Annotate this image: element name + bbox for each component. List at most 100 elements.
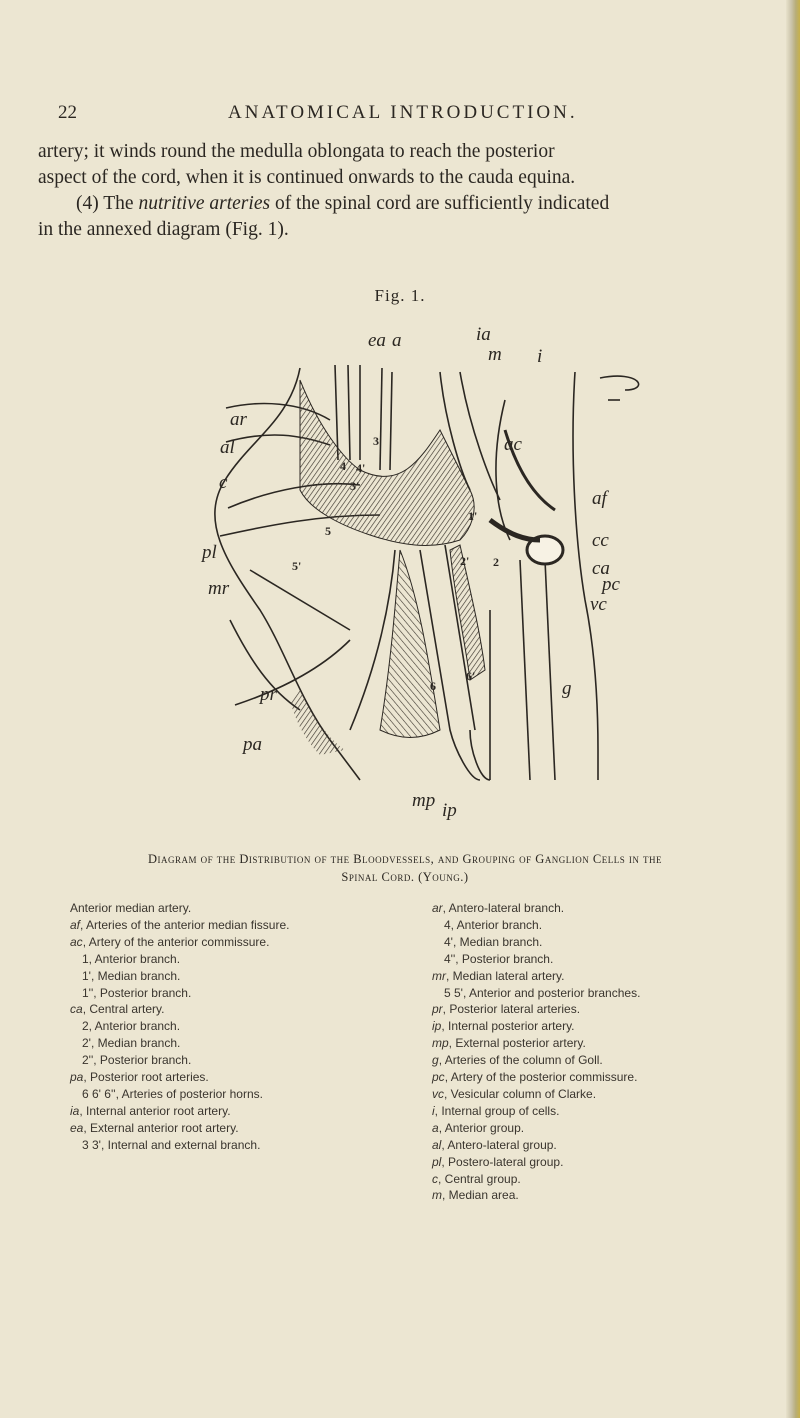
legend-entry: ca, Central artery. bbox=[70, 1001, 420, 1018]
legend-text: 5 5', Anterior and posterior branches. bbox=[444, 985, 641, 1000]
legend-key: ea bbox=[70, 1120, 84, 1135]
legend-entry: 4'', Posterior branch. bbox=[432, 951, 772, 968]
caption-line: Spinal Cord. (Young.) bbox=[341, 870, 469, 884]
legend-entry: ip, Internal posterior artery. bbox=[432, 1018, 772, 1035]
body-line: aspect of the cord, when it is continued… bbox=[38, 167, 576, 188]
legend-text: , Internal group of cells. bbox=[434, 1103, 560, 1118]
legend-text: 1', Median branch. bbox=[82, 968, 181, 983]
legend-entry: pc, Artery of the posterior commissure. bbox=[432, 1069, 772, 1086]
label-2: 2 bbox=[493, 555, 499, 569]
legend-entry: 2'', Posterior branch. bbox=[70, 1052, 420, 1069]
legend-text: , Artery of the anterior commissure. bbox=[82, 934, 270, 949]
legend-key: i bbox=[432, 1103, 435, 1118]
legend-entry: ia, Internal anterior root artery. bbox=[70, 1103, 420, 1120]
legend-text: , Antero-lateral branch. bbox=[442, 901, 565, 915]
legend-entry: a, Anterior group. bbox=[432, 1120, 772, 1137]
label-al: al bbox=[220, 437, 235, 458]
legend-text: Anterior median artery. bbox=[70, 901, 192, 915]
legend-text: 2'', Posterior branch. bbox=[82, 1053, 192, 1068]
legend-entry: i, Internal group of cells. bbox=[432, 1103, 772, 1120]
label-5-prime: 5' bbox=[292, 559, 301, 573]
legend-text: 2, Anterior branch. bbox=[82, 1019, 181, 1034]
legend-text: 4'', Posterior branch. bbox=[444, 951, 554, 966]
legend-text: , Posterior root arteries. bbox=[83, 1070, 209, 1085]
legend-entry: g, Arteries of the column of Goll. bbox=[432, 1052, 772, 1069]
label-4-prime: 4' bbox=[356, 461, 365, 475]
running-head: ANATOMICAL INTRODUCTION. bbox=[228, 102, 578, 123]
label-pc: pc bbox=[600, 574, 621, 595]
legend-key: c bbox=[432, 1171, 438, 1186]
legend-entry: 4, Anterior branch. bbox=[432, 917, 772, 934]
label-6-prime: 6' bbox=[466, 669, 475, 683]
legend-key: g bbox=[432, 1053, 439, 1068]
label-m: m bbox=[488, 344, 502, 365]
legend-text: , Anterior group. bbox=[438, 1120, 525, 1135]
legend-key: af bbox=[70, 917, 81, 932]
root-shading bbox=[290, 690, 345, 755]
legend-key: ia bbox=[70, 1103, 80, 1118]
label-af: af bbox=[592, 488, 610, 509]
legend-text: 6 6' 6'', Arteries of posterior horns. bbox=[82, 1086, 263, 1101]
central-artery bbox=[503, 429, 556, 512]
label-pl: pl bbox=[200, 542, 217, 563]
legend-entry: pl, Postero-lateral group. bbox=[432, 1154, 772, 1171]
body-paragraph: artery; it winds round the medulla oblon… bbox=[38, 139, 763, 243]
label-6: 6 bbox=[430, 679, 436, 693]
label-c: c bbox=[219, 472, 228, 493]
label-i: i bbox=[537, 346, 542, 367]
legend-key: a bbox=[432, 1120, 439, 1135]
legend-entry: Anterior median artery. bbox=[70, 900, 420, 917]
caption-line: Diagram of the Distribution of the Blood… bbox=[147, 852, 663, 866]
legend-text: , Vesicular column of Clarke. bbox=[444, 1086, 597, 1101]
legend-text: 1'', Posterior branch. bbox=[82, 985, 192, 1000]
body-line: in the annexed diagram (Fig. 1). bbox=[38, 219, 289, 240]
text-run: of the spinal cord are sufficiently indi… bbox=[270, 193, 610, 214]
legend-text: , External anterior root artery. bbox=[83, 1120, 239, 1135]
legend-entry: 1, Anterior branch. bbox=[70, 951, 420, 968]
posterior-horn-shading bbox=[379, 549, 441, 738]
legend-entry: ac, Artery of the anterior commissure. bbox=[70, 934, 420, 951]
posterior-column-shading bbox=[449, 544, 486, 681]
legend-key: ip bbox=[432, 1019, 442, 1034]
legend-key: mr bbox=[432, 968, 446, 983]
legend-text: , Arteries of the anterior median fissur… bbox=[80, 917, 290, 932]
legend-entry: pr, Posterior lateral arteries. bbox=[432, 1001, 772, 1018]
legend-text: , Median area. bbox=[442, 1188, 519, 1203]
label-ar: ar bbox=[230, 409, 248, 430]
legend-key: pl bbox=[432, 1154, 442, 1169]
legend-key: ca bbox=[70, 1002, 83, 1017]
emphasis-term: nutritive arteries bbox=[138, 193, 271, 214]
legend-key: mp bbox=[432, 1036, 449, 1051]
label-5: 5 bbox=[325, 524, 331, 538]
legend-entry: 2, Anterior branch. bbox=[70, 1018, 420, 1035]
legend-entry: 5 5', Anterior and posterior branches. bbox=[432, 985, 772, 1002]
legend-entry: c, Central group. bbox=[432, 1171, 772, 1188]
legend-text: , External posterior artery. bbox=[448, 1036, 586, 1051]
legend-text: 4, Anterior branch. bbox=[444, 917, 543, 932]
legend-entry: 4', Median branch. bbox=[432, 934, 772, 951]
legend-text: , Arteries of the column of Goll. bbox=[438, 1053, 603, 1068]
label-pr: pr bbox=[258, 684, 278, 705]
legend-entry: pa, Posterior root arteries. bbox=[70, 1069, 420, 1086]
legend-entry: 2', Median branch. bbox=[70, 1035, 420, 1052]
legend-entry: 1', Median branch. bbox=[70, 968, 420, 985]
label-2-prime: 2' bbox=[460, 554, 469, 568]
label-ia: ia bbox=[476, 324, 491, 345]
legend-entry: 3 3', Internal and external branch. bbox=[70, 1137, 420, 1154]
body-line: (4) The nutritive arteries of the spinal… bbox=[38, 191, 763, 217]
legend-key: al bbox=[432, 1137, 442, 1152]
label-ac: ac bbox=[504, 434, 523, 455]
legend-key: pr bbox=[432, 1002, 443, 1017]
legend-key: m bbox=[432, 1188, 442, 1203]
legend-entry: 6 6' 6'', Arteries of posterior horns. bbox=[70, 1086, 420, 1103]
legend-entry: ea, External anterior root artery. bbox=[70, 1120, 420, 1137]
legend-left-column: Anterior median artery. af, Arteries of t… bbox=[70, 900, 420, 1154]
legend-entry: 1'', Posterior branch. bbox=[70, 985, 420, 1002]
legend-key: pa bbox=[70, 1070, 84, 1085]
page-number: 22 bbox=[58, 102, 77, 123]
legend-text: , Postero-lateral group. bbox=[441, 1154, 564, 1169]
legend-entry: mp, External posterior artery. bbox=[432, 1035, 772, 1052]
legend-key: ar bbox=[432, 901, 443, 915]
label-g: g bbox=[562, 678, 572, 699]
label-cc: cc bbox=[592, 530, 609, 551]
